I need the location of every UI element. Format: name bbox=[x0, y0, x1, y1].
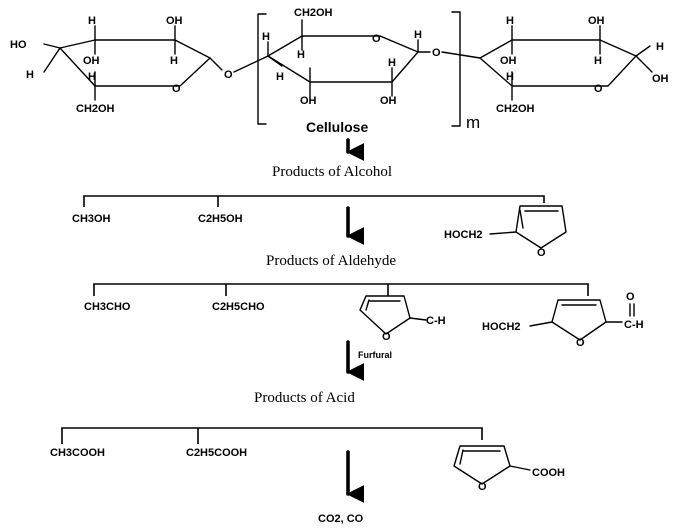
substituent-label: CH2OH bbox=[496, 103, 535, 115]
furan-oxygen: O bbox=[478, 481, 487, 493]
substituent-label: H bbox=[276, 71, 284, 83]
glucose-ring-left: HO H H OH OH H H CH2OH O bbox=[10, 15, 223, 115]
substituent-label: CH2OH bbox=[294, 7, 333, 19]
glycosidic-oxygen-right: O bbox=[432, 47, 441, 59]
final-products: CO2, CO bbox=[318, 513, 364, 525]
substituent-label: H bbox=[88, 15, 96, 27]
repeat-bracket-right bbox=[451, 11, 461, 127]
furfural-label: Furfural bbox=[358, 350, 392, 360]
substituent-label: H bbox=[88, 71, 96, 83]
product-hmf-hydroxymethyl: HOCH2 bbox=[482, 321, 521, 333]
product-ethanol: C2H5OH bbox=[198, 213, 243, 225]
product-acetaldehyde: CH3CHO bbox=[84, 301, 131, 313]
furan-ring: O bbox=[359, 295, 411, 343]
product-acetic-acid: CH3COOH bbox=[50, 447, 105, 459]
ring-oxygen: O bbox=[372, 33, 381, 45]
substituent-label: H bbox=[656, 41, 664, 53]
stage-heading: Products of Aldehyde bbox=[266, 253, 396, 269]
ring-oxygen: O bbox=[172, 83, 181, 95]
aldehyde-oxygen: O bbox=[626, 291, 635, 303]
substituent-label: H bbox=[594, 55, 602, 67]
substituent-label: H bbox=[506, 15, 514, 27]
substituent-label: H bbox=[388, 57, 396, 69]
glucose-ring-right: H OH OH H H H OH CH2OH O bbox=[479, 15, 669, 115]
substituent-label: H bbox=[26, 69, 34, 81]
branch-line bbox=[61, 427, 483, 444]
substituent-label: OH bbox=[652, 73, 669, 85]
substituent-label: OH bbox=[300, 95, 317, 107]
product-furoic-acid-cooh: COOH bbox=[532, 467, 565, 479]
product-furfuryl-alcohol: HOCH2 bbox=[444, 229, 483, 241]
substituent-label: HO bbox=[10, 39, 27, 51]
glycosidic-oxygen-left: O bbox=[224, 69, 233, 81]
glucose-ring-middle: CH2OH H H H OH OH H H O bbox=[262, 7, 431, 107]
product-furfural-aldehyde: C-H bbox=[426, 315, 446, 327]
furan-oxygen: O bbox=[382, 331, 391, 343]
branch-line bbox=[93, 283, 589, 296]
substituent-label: H bbox=[297, 49, 305, 61]
product-hmf-aldehyde: C-H bbox=[624, 319, 644, 331]
substituent-label: OH bbox=[166, 15, 183, 27]
substituent-label: OH bbox=[380, 95, 397, 107]
product-propionic-acid: C2H5COOH bbox=[186, 447, 247, 459]
branch-line bbox=[83, 195, 545, 207]
product-methanol: CH3OH bbox=[72, 213, 111, 225]
furan-oxygen: O bbox=[537, 247, 546, 259]
furan-ring: O bbox=[453, 445, 511, 493]
cellulose-structure: HO H H OH OH H H CH2OH O O bbox=[10, 7, 669, 135]
furan-oxygen: O bbox=[576, 337, 585, 349]
substituent-label: OH bbox=[588, 15, 605, 27]
substituent-label: H bbox=[262, 31, 270, 43]
stage-aldehyde: Products of Aldehyde CH3CHO C2H5CHO O C-… bbox=[84, 253, 644, 360]
ring-oxygen: O bbox=[594, 83, 603, 95]
furan-ring: O bbox=[515, 205, 567, 259]
substituent-label: CH2OH bbox=[76, 103, 115, 115]
repeat-subscript: m bbox=[466, 113, 480, 132]
substituent-label: H bbox=[506, 71, 514, 83]
substituent-label: H bbox=[414, 29, 422, 41]
substituent-label: H bbox=[170, 55, 178, 67]
furan-ring: O bbox=[551, 299, 607, 349]
repeat-bracket-left bbox=[257, 13, 267, 125]
stage-alcohol: Products of Alcohol CH3OH C2H5OH HOCH2 O bbox=[72, 164, 567, 259]
stage-heading: Products of Acid bbox=[254, 390, 355, 406]
substituent-label: OH bbox=[500, 55, 517, 67]
stage-heading: Products of Alcohol bbox=[272, 164, 392, 180]
substituent-label: OH bbox=[83, 55, 100, 67]
product-propionaldehyde: C2H5CHO bbox=[212, 301, 265, 313]
stage-acid: Products of Acid CH3COOH C2H5COOH O COOH bbox=[50, 390, 565, 493]
cellulose-label: Cellulose bbox=[306, 119, 368, 135]
